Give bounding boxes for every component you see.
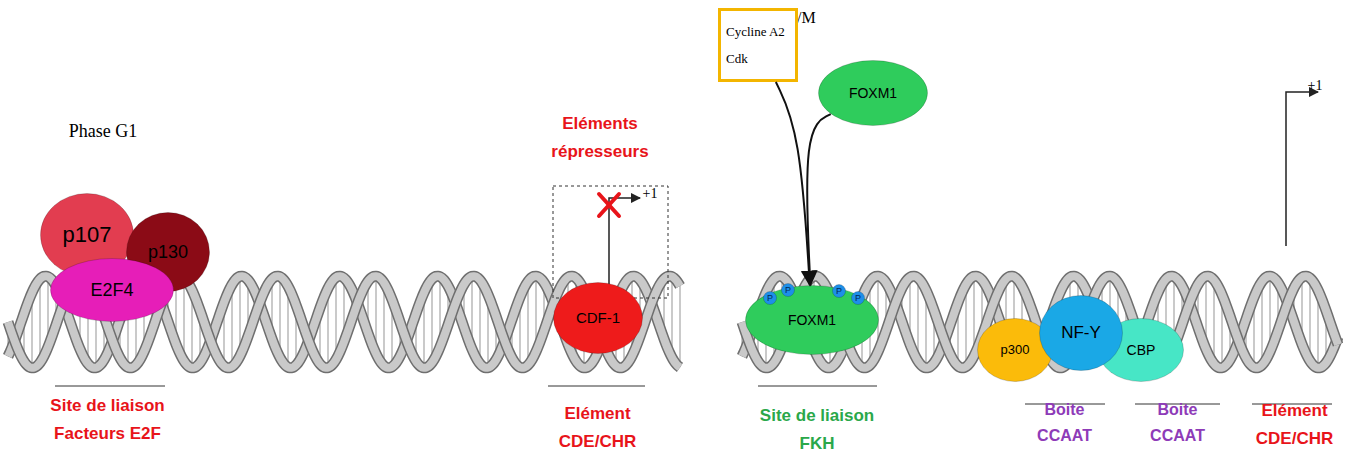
strand-edge <box>8 276 680 368</box>
node-text: Cycline A2 Cdk <box>726 18 790 73</box>
base-pair <box>1261 281 1263 365</box>
phosphate-circle: P <box>781 283 795 297</box>
node-text: p130 <box>148 242 188 263</box>
base-pair <box>39 279 41 363</box>
box-label: Boite CCAAT <box>1027 397 1102 450</box>
protein-ellipse: E2F4 <box>50 258 174 322</box>
node-text: CDF-1 <box>576 309 620 326</box>
dashed-bracket <box>553 186 668 298</box>
phosphorylation-arrow <box>776 82 810 285</box>
kinase-box-outline <box>718 8 798 82</box>
node-text: NF-Y <box>1061 323 1101 343</box>
tss-label: +1 <box>635 182 665 205</box>
node-text: FOXM1 <box>849 85 897 101</box>
element-label: Elément CDE/CHR <box>545 400 650 456</box>
site-underline <box>758 386 877 387</box>
protein-ellipse: FOXM1 <box>818 60 928 126</box>
site-label: Site de liaison FKH <box>752 402 882 458</box>
dna-strand <box>8 276 680 368</box>
base-pair <box>679 286 681 367</box>
node-text: P <box>767 293 773 303</box>
kinase-box: Cycline A2 Cdk <box>718 8 798 82</box>
node-text: p300 <box>1001 343 1030 358</box>
dna-strand <box>8 276 680 368</box>
phosphate-circle: P <box>832 284 846 298</box>
tss-label: +1 <box>1300 74 1330 97</box>
protein-ellipse: NF-Y <box>1039 295 1123 371</box>
site-underlines <box>55 386 1332 404</box>
node-text: E2F4 <box>90 280 133 301</box>
element-label: Elément CDE/CHR <box>1242 397 1347 453</box>
base-pair <box>527 281 529 365</box>
base-pair <box>479 280 481 364</box>
site-underline <box>548 386 645 387</box>
phosphate-circle: P <box>851 291 865 305</box>
node-text: CBP <box>1127 342 1156 358</box>
node-text: p107 <box>63 222 112 247</box>
block-cross <box>599 194 619 216</box>
node-text: P <box>836 286 842 296</box>
element-label: Eléments répresseurs <box>540 110 660 166</box>
site-label: Site de liaison Facteurs E2F <box>40 392 175 448</box>
box-label: Boite CCAAT <box>1140 397 1215 450</box>
node-text: FOXM1 <box>788 312 836 328</box>
tss-arrow <box>1286 92 1318 246</box>
node-text: P <box>855 293 861 303</box>
phase-title: Phase G1 <box>48 117 158 147</box>
node-text: P <box>785 285 791 295</box>
phosphorylation-arrow <box>807 114 831 285</box>
phosphate-circle: P <box>763 291 777 305</box>
base-pair <box>1213 280 1215 364</box>
strand-edge <box>8 276 680 368</box>
site-underline <box>55 386 165 387</box>
base-pair <box>431 279 433 363</box>
repressor-ellipse: CDF-1 <box>553 282 643 354</box>
